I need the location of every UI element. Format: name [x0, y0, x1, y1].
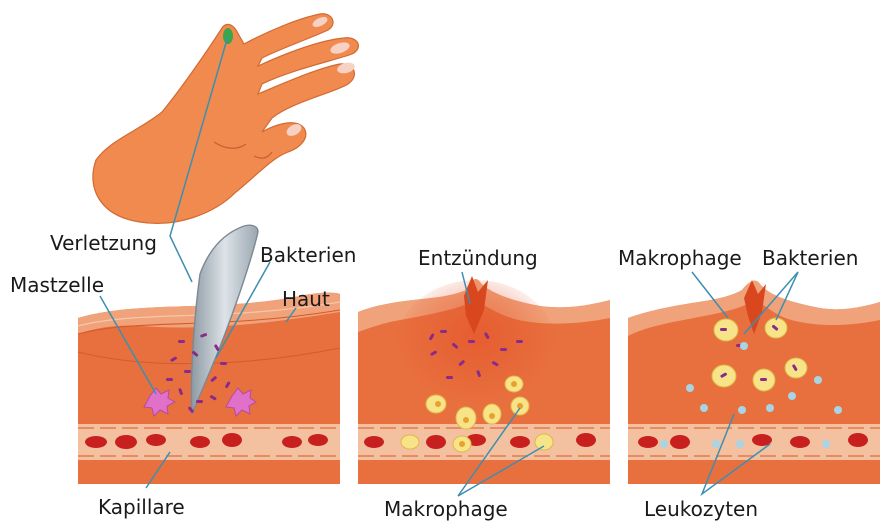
- label-mastzelle: Mastzelle: [10, 273, 104, 297]
- label-makrophage-top: Makrophage: [618, 246, 742, 270]
- label-leukozyten: Leukozyten: [644, 497, 758, 521]
- label-kapillare: Kapillare: [98, 495, 185, 519]
- label-haut: Haut: [282, 287, 330, 311]
- label-bakterien-left: Bakterien: [260, 243, 356, 267]
- label-makrophage-bottom: Makrophage: [384, 497, 508, 521]
- tissue-panel-healing: [628, 280, 880, 484]
- label-verletzung: Verletzung: [50, 231, 157, 255]
- tissue-panel-inflammation: [358, 276, 610, 484]
- label-entzuendung: Entzündung: [418, 246, 538, 270]
- label-bakterien-right: Bakterien: [762, 246, 858, 270]
